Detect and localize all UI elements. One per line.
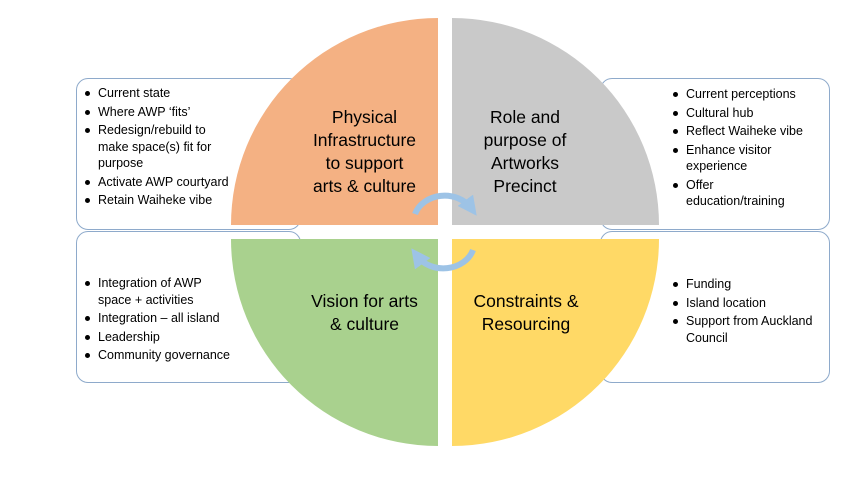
list-item: Community governance (83, 347, 300, 364)
quadrant-label-top-left: Physical Infrastructure to support arts … (282, 106, 447, 198)
list-item: Redesign/rebuild to make space(s) fit fo… (83, 122, 238, 172)
label-line: Precinct (493, 176, 557, 196)
label-line: arts & culture (312, 176, 417, 196)
list-item: Enhance visitor experience (671, 142, 786, 175)
quadrant-label-bottom-left: Vision for arts & culture (292, 290, 437, 336)
label-line: to support (325, 153, 404, 173)
list-item: Activate AWP courtyard (83, 174, 300, 191)
cycle-arrow-icon (412, 192, 477, 216)
list-item: Integration – all island (83, 310, 300, 327)
list-item: Integration of AWP space + activities (83, 275, 238, 308)
label-line: Artworks (490, 153, 560, 173)
list-item: Leadership (83, 329, 300, 346)
quadrant-label-bottom-right: Constraints & Resourcing (455, 290, 597, 336)
quadrant-top-right (452, 18, 659, 225)
list-item: Current perceptions (671, 86, 829, 103)
list-item: Island location (671, 295, 829, 312)
list-item: Current state (83, 85, 300, 102)
label-line: Physical (331, 107, 398, 127)
label-line: Vision for arts (311, 291, 418, 311)
label-line: purpose of (483, 130, 567, 150)
label-line: Constraints & (473, 291, 579, 311)
list-item: Retain Waiheke vibe (83, 192, 300, 209)
label-line: Infrastructure (312, 130, 417, 150)
list-item: Support from Auckland Council (671, 313, 826, 346)
quadrant-top-left (231, 18, 438, 225)
label-line: Role and (489, 107, 561, 127)
list-item: Funding (671, 276, 829, 293)
list-item: Cultural hub (671, 105, 829, 122)
label-line: & culture (329, 314, 400, 334)
list-item: Offer education/training (671, 177, 806, 210)
quadrant-bottom-right (452, 239, 659, 446)
quadrant-bottom-left (231, 239, 438, 446)
quadrant-label-top-right: Role and purpose of Artworks Precinct (455, 106, 595, 198)
label-line: Resourcing (481, 314, 571, 334)
list-item: Where AWP ‘fits’ (83, 104, 300, 121)
cycle-arrow-icon (411, 248, 476, 272)
list-item: Reflect Waiheke vibe (671, 123, 829, 140)
